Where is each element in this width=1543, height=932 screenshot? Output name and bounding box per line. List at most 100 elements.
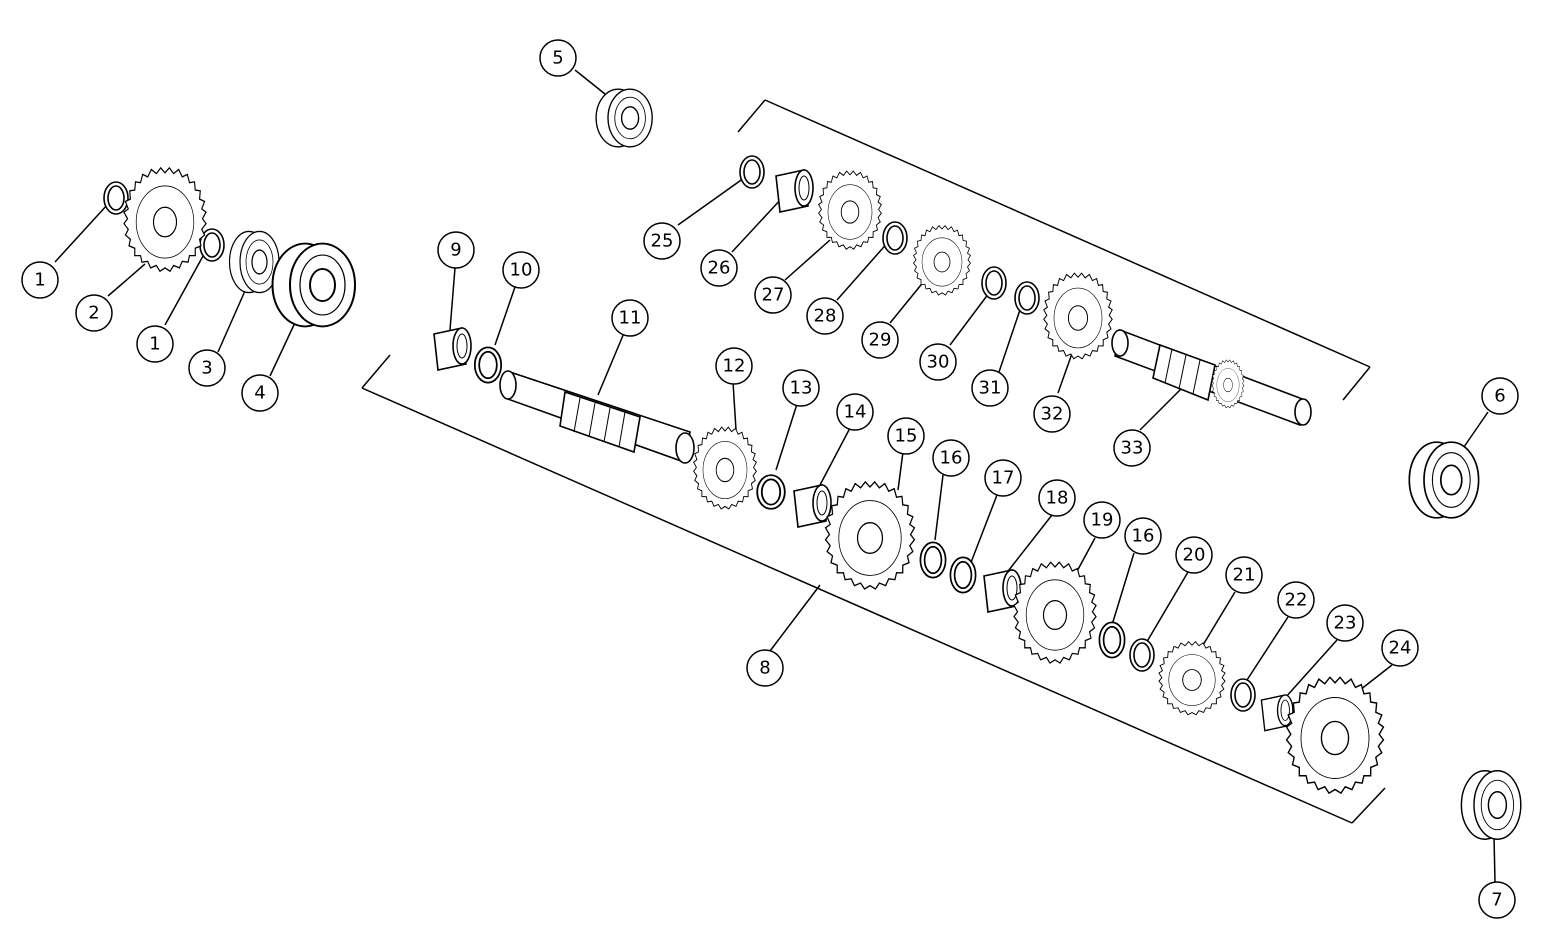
svg-text:20: 20 bbox=[1183, 545, 1206, 566]
gear-27 bbox=[818, 170, 882, 250]
callout-30: 30 bbox=[919, 343, 957, 381]
callout-21: 21 bbox=[1225, 556, 1263, 594]
callout-2: 2 bbox=[75, 294, 113, 332]
callout-labels: 1 1 2 3 4 5 6 7 8 9 10 11 12 13 14 15 16… bbox=[21, 39, 1519, 919]
callout-26: 26 bbox=[700, 249, 738, 287]
callout-16a: 16 bbox=[932, 439, 970, 477]
callout-19: 19 bbox=[1083, 501, 1121, 539]
callout-8: 8 bbox=[746, 649, 784, 687]
shaft-11 bbox=[499, 370, 695, 464]
callout-25: 25 bbox=[643, 222, 681, 260]
svg-text:18: 18 bbox=[1046, 488, 1069, 509]
callout-11: 11 bbox=[611, 299, 649, 337]
callout-20: 20 bbox=[1175, 536, 1213, 574]
svg-text:1: 1 bbox=[34, 270, 45, 291]
washer-22 bbox=[1230, 678, 1256, 712]
bushing-14 bbox=[793, 484, 832, 528]
callout-7: 7 bbox=[1478, 881, 1516, 919]
callout-22: 22 bbox=[1277, 581, 1315, 619]
circlip-1a bbox=[103, 181, 129, 215]
sprocket-2 bbox=[123, 167, 207, 272]
callout-1b: 1 bbox=[136, 325, 174, 363]
shaft-33 bbox=[1111, 328, 1312, 427]
washer-17 bbox=[949, 556, 977, 594]
svg-text:14: 14 bbox=[844, 402, 867, 423]
callout-5: 5 bbox=[539, 39, 577, 77]
gear-29 bbox=[913, 225, 971, 296]
assembly-bracket bbox=[361, 99, 1386, 824]
svg-text:4: 4 bbox=[254, 383, 265, 404]
bushing-26 bbox=[775, 169, 814, 213]
callout-28: 28 bbox=[806, 297, 844, 335]
bearing-4 bbox=[271, 242, 356, 328]
circlip-20 bbox=[1129, 638, 1155, 672]
svg-text:16: 16 bbox=[940, 448, 963, 469]
svg-text:25: 25 bbox=[651, 231, 674, 252]
svg-text:12: 12 bbox=[723, 356, 746, 377]
svg-text:32: 32 bbox=[1041, 404, 1064, 425]
svg-text:9: 9 bbox=[450, 240, 461, 261]
svg-text:1: 1 bbox=[149, 334, 160, 355]
gear-21 bbox=[1158, 641, 1226, 716]
callout-4: 4 bbox=[241, 374, 279, 412]
washer-16a bbox=[919, 541, 947, 579]
svg-text:13: 13 bbox=[790, 378, 813, 399]
callout-31: 31 bbox=[971, 369, 1009, 407]
svg-text:26: 26 bbox=[708, 258, 731, 279]
callout-1a: 1 bbox=[21, 261, 59, 299]
bushing-9 bbox=[433, 327, 472, 371]
callout-23: 23 bbox=[1326, 604, 1364, 642]
washer-10 bbox=[473, 346, 503, 384]
svg-text:27: 27 bbox=[762, 285, 785, 306]
callout-14: 14 bbox=[836, 393, 874, 431]
svg-text:19: 19 bbox=[1091, 510, 1114, 531]
bearing-6 bbox=[1408, 441, 1480, 519]
svg-text:28: 28 bbox=[814, 306, 837, 327]
bearing-7 bbox=[1460, 770, 1522, 840]
svg-text:10: 10 bbox=[510, 260, 533, 281]
svg-text:23: 23 bbox=[1334, 613, 1357, 634]
callout-33: 33 bbox=[1113, 429, 1151, 467]
callout-3: 3 bbox=[188, 349, 226, 387]
callout-13: 13 bbox=[782, 369, 820, 407]
callout-9: 9 bbox=[437, 231, 475, 269]
svg-text:15: 15 bbox=[895, 426, 918, 447]
svg-text:21: 21 bbox=[1233, 565, 1256, 586]
callout-18: 18 bbox=[1038, 479, 1076, 517]
svg-text:31: 31 bbox=[979, 378, 1002, 399]
svg-text:29: 29 bbox=[869, 330, 892, 351]
svg-text:11: 11 bbox=[619, 308, 642, 329]
callout-32: 32 bbox=[1033, 395, 1071, 433]
circlip-30 bbox=[981, 266, 1007, 300]
gear-15 bbox=[824, 481, 916, 590]
callout-6: 6 bbox=[1481, 377, 1519, 415]
gear-32 bbox=[1043, 272, 1113, 360]
washer-16b bbox=[1098, 621, 1126, 659]
washer-25 bbox=[739, 155, 765, 189]
svg-text:16: 16 bbox=[1132, 526, 1155, 547]
washer-13 bbox=[756, 474, 786, 510]
svg-text:22: 22 bbox=[1285, 590, 1308, 611]
callout-12: 12 bbox=[715, 347, 753, 385]
callout-16b: 16 bbox=[1124, 517, 1162, 555]
svg-text:8: 8 bbox=[759, 658, 770, 679]
svg-text:24: 24 bbox=[1389, 638, 1412, 659]
callout-24: 24 bbox=[1381, 629, 1419, 667]
callout-17: 17 bbox=[984, 459, 1022, 497]
parts bbox=[103, 88, 1522, 840]
svg-text:33: 33 bbox=[1121, 438, 1144, 459]
svg-text:17: 17 bbox=[992, 468, 1015, 489]
washer-31 bbox=[1014, 281, 1040, 315]
gear-19 bbox=[1013, 561, 1097, 664]
svg-text:6: 6 bbox=[1494, 386, 1505, 407]
svg-text:5: 5 bbox=[552, 48, 563, 69]
bearing-5 bbox=[595, 88, 653, 148]
svg-text:2: 2 bbox=[88, 303, 99, 324]
callout-27: 27 bbox=[754, 276, 792, 314]
gear-24 bbox=[1285, 676, 1385, 794]
svg-text:30: 30 bbox=[927, 352, 950, 373]
svg-text:3: 3 bbox=[201, 358, 212, 379]
gear-12 bbox=[693, 426, 757, 510]
svg-text:7: 7 bbox=[1491, 890, 1502, 911]
